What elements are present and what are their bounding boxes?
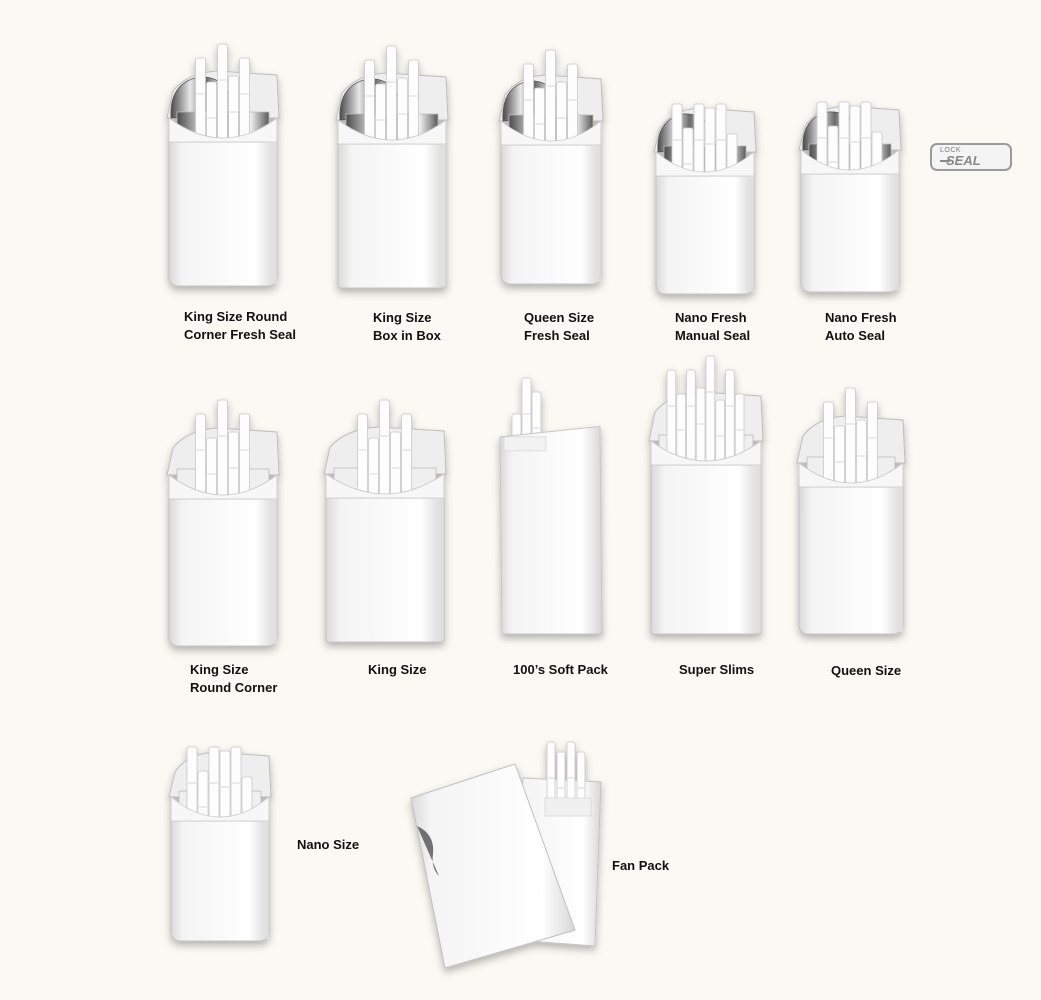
pack-label-queen-size: Queen Size (831, 663, 902, 678)
pack-label-fan-pack: Fan Pack (612, 858, 670, 873)
pack-image-king-size-round-corner (163, 399, 283, 650)
pack-image-king-size-box-in-box (332, 45, 452, 292)
pack-image-queen-size (793, 387, 909, 638)
logo-dash (940, 160, 950, 162)
pack-image-king-size-round-corner-fresh-seal (163, 43, 283, 290)
pack-image-queen-size-fresh-seal (495, 49, 607, 288)
logo-line-1: LOCK (940, 147, 962, 154)
pack-label-100s-soft-pack: 100’s Soft Pack (513, 662, 608, 677)
pack-image-fan-pack (405, 738, 605, 970)
logo-line-2: SEAL (946, 153, 981, 168)
pack-image-king-size (320, 399, 450, 646)
lock-seal-logo: LOCK SEAL (930, 143, 1012, 171)
pack-label-super-slims: Super Slims (679, 662, 755, 677)
pack-image-nano-size (165, 733, 275, 945)
pack-label-nano-size: Nano Size (297, 837, 360, 852)
pack-image-100s-soft-pack (498, 374, 604, 636)
pack-image-super-slims (645, 355, 767, 638)
pack-label-king-size: King Size (368, 662, 427, 677)
pack-image-nano-fresh-auto-seal (795, 88, 905, 296)
pack-image-nano-fresh-manual-seal (650, 90, 760, 298)
